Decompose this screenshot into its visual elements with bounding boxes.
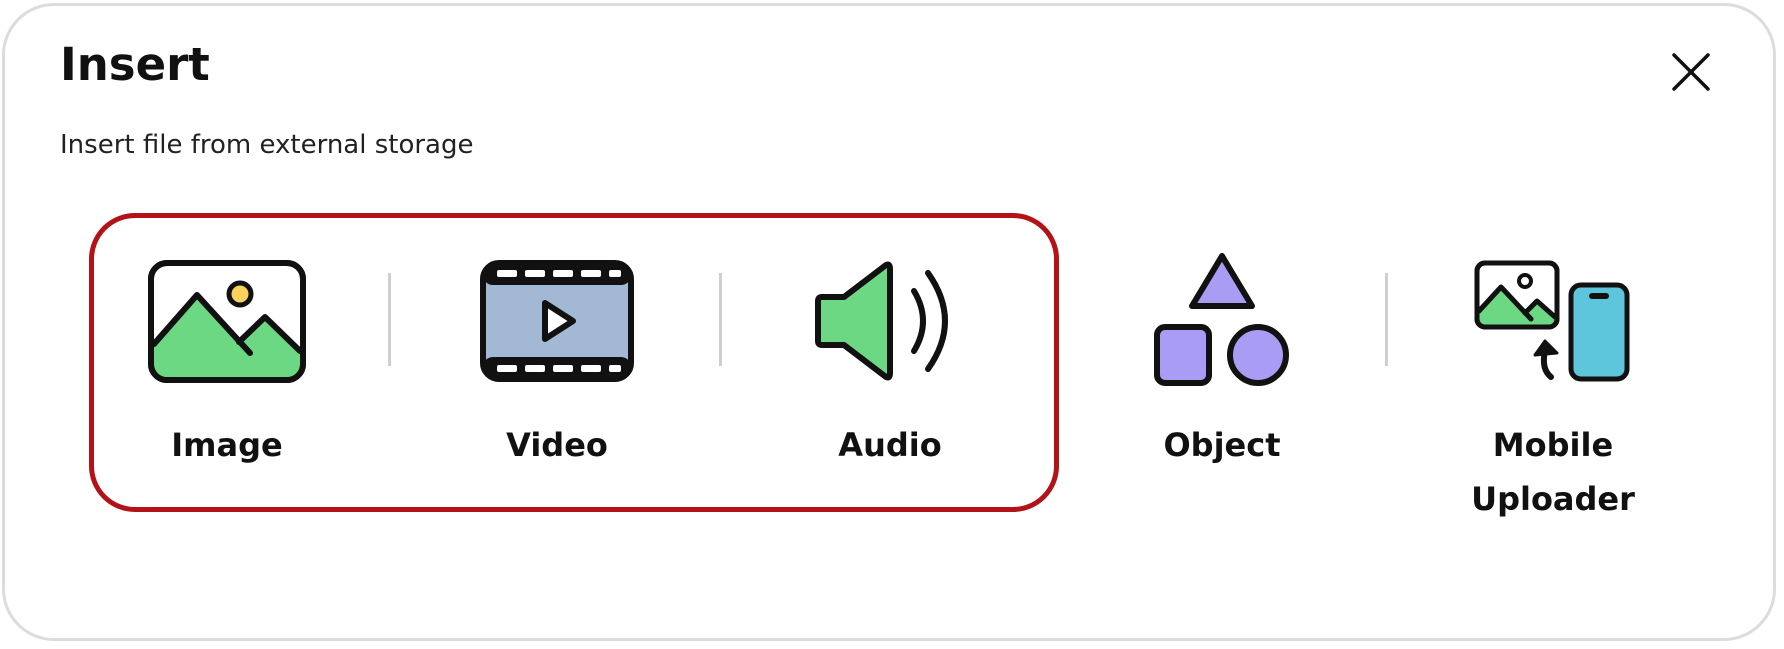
- dialog-title: Insert: [60, 38, 210, 91]
- divider: [719, 273, 722, 366]
- shapes-icon: [1154, 253, 1289, 386]
- option-label-image: Image: [171, 426, 283, 464]
- insert-dialog: Insert Insert file from external storage…: [2, 3, 1776, 641]
- option-label-mobile-uploader: Mobile Uploader: [1471, 426, 1635, 518]
- option-label-audio: Audio: [838, 426, 942, 464]
- insert-option-object[interactable]: Object: [1092, 251, 1352, 541]
- insert-option-image[interactable]: Image: [97, 251, 357, 541]
- close-button[interactable]: [1663, 44, 1719, 100]
- close-icon: [1672, 53, 1710, 91]
- divider: [388, 273, 391, 366]
- image-icon: [148, 259, 306, 383]
- option-label-video: Video: [506, 426, 608, 464]
- video-icon: [480, 260, 634, 382]
- divider: [1385, 273, 1388, 366]
- mobile-uploader-icon: [1474, 260, 1630, 381]
- insert-option-audio[interactable]: Audio: [760, 251, 1020, 541]
- option-label-object: Object: [1163, 426, 1281, 464]
- insert-option-video[interactable]: Video: [427, 251, 687, 541]
- insert-option-mobile-uploader[interactable]: Mobile Uploader: [1423, 251, 1683, 541]
- dialog-subtitle: Insert file from external storage: [60, 130, 474, 160]
- audio-icon: [815, 261, 948, 381]
